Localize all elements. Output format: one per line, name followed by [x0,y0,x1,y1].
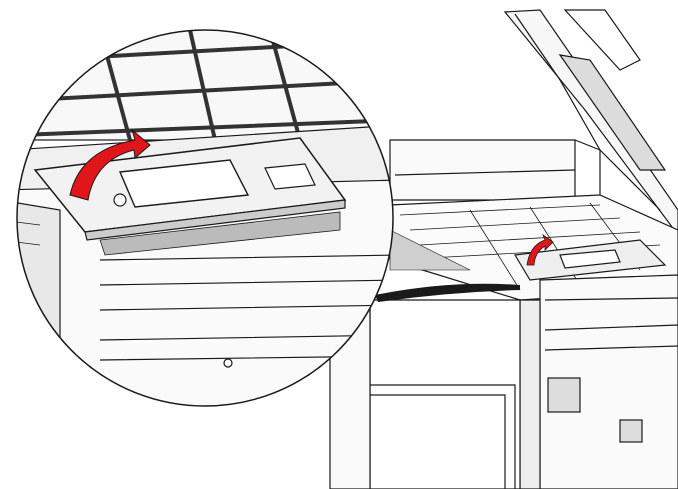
rotate-arrow-small-icon [526,233,554,266]
display-screen [118,159,250,208]
machine-body [329,9,678,489]
callout-connector [375,283,520,302]
rotate-arrow-large-icon [69,128,151,201]
magnified-detail [16,29,394,407]
